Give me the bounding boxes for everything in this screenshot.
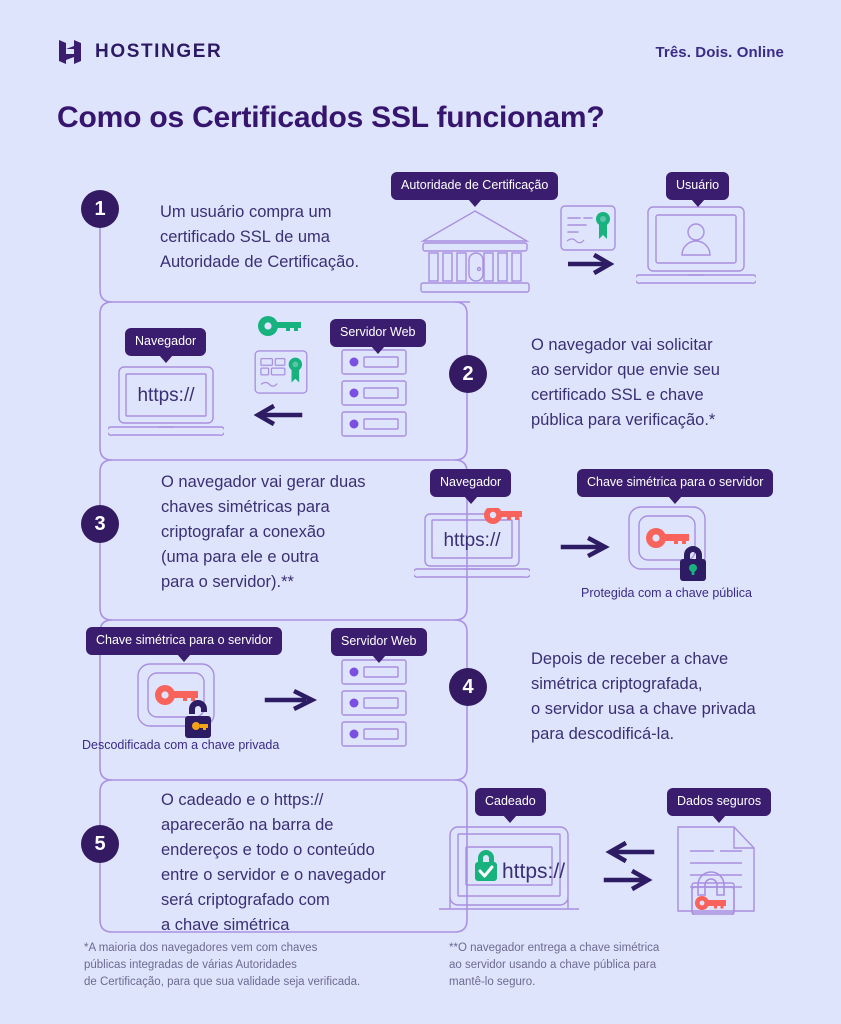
arrow-right-icon: [560, 535, 610, 559]
laptop-https-text: https://: [443, 530, 501, 551]
step-4-line-2: simétrica criptografada,: [531, 675, 703, 693]
step-2-line-4: pública para verificação.*: [531, 411, 716, 429]
laptop-https-text: https://: [137, 385, 195, 406]
step-number-3: 3: [81, 505, 119, 543]
step-3-line-1: O navegador vai gerar duas: [161, 473, 366, 491]
padlock-icon: [691, 871, 735, 915]
step-number-1: 1: [81, 190, 119, 228]
red-key-icon: [646, 528, 689, 548]
step-5-text: O cadeado e o https:// aparecerão na bar…: [161, 788, 461, 938]
footnote-2-line-1: **O navegador entrega a chave simétrica: [449, 942, 660, 954]
label-navegador-step2: Navegador: [125, 328, 207, 356]
step-5-line-6: a chave simétrica: [161, 916, 290, 934]
step-number-4: 4: [449, 668, 487, 706]
server-rack-icon: [341, 349, 407, 437]
browser-padlock-https-icon: https://: [439, 826, 579, 910]
red-key-icon: [484, 508, 522, 524]
step-3-line-3: criptografar a conexão: [161, 523, 326, 541]
step-3-line-4: (uma para ele e outra: [161, 548, 319, 566]
laptop-https-icon: https://: [108, 366, 224, 436]
footnote-2-line-3: mantê-lo seguro.: [449, 976, 536, 988]
footnote-1-line-3: de Certificação, para que sua validade s…: [84, 976, 361, 988]
label-chave-simetrica-servidor-step4: Chave simétrica para o servidor: [86, 627, 283, 655]
label-usuario: Usuário: [666, 172, 730, 200]
padlock-open-icon: [185, 700, 211, 738]
step-5-line-1: O cadeado e o https://: [161, 791, 324, 809]
arrow-left-icon: [605, 840, 655, 864]
green-key-icon: [258, 316, 301, 336]
step-5-line-2: aparecerão na barra de: [161, 816, 334, 834]
step-1-text: Um usuário compra um certificado SSL de …: [160, 200, 420, 275]
step-2-line-1: O navegador vai solicitar: [531, 336, 713, 354]
document-lock-key-icon: [677, 826, 755, 915]
hostinger-h-logo-icon: [59, 40, 81, 64]
step-2-text: O navegador vai solicitar ao servidor qu…: [531, 333, 811, 433]
step-3-text: O navegador vai gerar duas chaves simétr…: [161, 470, 451, 595]
caption-descodificada-chave-privada: Descodificada com a chave privada: [82, 738, 280, 752]
key-in-box-locked-icon: [628, 506, 706, 581]
step-5-line-4: entre o servidor e o navegador: [161, 866, 386, 884]
footnote-1-line-1: *A maioria dos navegadores vem com chave…: [84, 942, 318, 954]
label-chave-simetrica-servidor-step3: Chave simétrica para o servidor: [577, 469, 774, 497]
tagline: Três. Dois. Online: [655, 44, 784, 61]
step-1-line-1: Um usuário compra um: [160, 203, 332, 221]
padlock-green-check-icon: [475, 850, 497, 881]
caption-protegida-chave-publica: Protegida com a chave pública: [581, 586, 752, 600]
arrow-right-icon: [264, 688, 318, 712]
step-5-line-5: será criptografado com: [161, 891, 330, 909]
label-autoridade-certificacao: Autoridade de Certificação: [391, 172, 559, 200]
bank-icon: [420, 210, 530, 293]
step-1-line-3: Autoridade de Certificação.: [160, 253, 360, 271]
label-dados-seguros: Dados seguros: [667, 788, 772, 816]
step-number-5: 5: [81, 825, 119, 863]
red-key-icon: [695, 896, 726, 910]
red-key-icon: [155, 685, 198, 705]
server-rack-icon: [341, 659, 407, 747]
footnote-1: *A maioria dos navegadores vem com chave…: [84, 940, 424, 991]
footnote-1-line-2: públicas integradas de várias Autoridade…: [84, 959, 297, 971]
padlock-closed-icon: [680, 546, 706, 581]
footnote-2: **O navegador entrega a chave simétrica …: [449, 940, 789, 991]
step-4-line-1: Depois de receber a chave: [531, 650, 729, 668]
arrow-left-icon: [254, 403, 303, 427]
certificate-icon: [254, 350, 308, 394]
step-1-line-2: certificado SSL de uma: [160, 228, 330, 246]
brand-logo: HOSTINGER: [57, 38, 222, 66]
step-2-line-3: certificado SSL e chave: [531, 386, 704, 404]
label-navegador-step3: Navegador: [430, 469, 512, 497]
footnote-2-line-2: ao servidor usando a chave pública para: [449, 959, 657, 971]
certificate-icon: [560, 205, 616, 251]
laptop-https-key-icon: https://: [414, 508, 530, 578]
step-number-2: 2: [449, 355, 487, 393]
label-servidor-web-step2: Servidor Web: [330, 319, 426, 347]
step-4-text: Depois de receber a chave simétrica crip…: [531, 647, 821, 747]
step-2-line-2: ao servidor que envie seu: [531, 361, 720, 379]
label-servidor-web-step4: Servidor Web: [331, 628, 427, 656]
laptop-user-icon: [636, 206, 756, 284]
arrow-right-icon: [603, 868, 653, 892]
step-5-line-3: endereços e todo o conteúdo: [161, 841, 375, 859]
step-3-line-2: chaves simétricas para: [161, 498, 330, 516]
page-title: Como os Certificados SSL funcionam?: [57, 101, 605, 134]
step-3-line-5: para o servidor).**: [161, 573, 294, 591]
double-arrow-icon: [603, 840, 655, 892]
key-in-box-unlocked-icon: [137, 663, 215, 738]
label-cadeado: Cadeado: [475, 788, 546, 816]
step-4-line-4: para descodificá-la.: [531, 725, 675, 743]
step-4-line-3: o servidor usa a chave privada: [531, 700, 756, 718]
browser-https-text: https://: [502, 860, 565, 883]
brand-name: HOSTINGER: [95, 41, 223, 62]
arrow-right-icon: [568, 253, 614, 275]
